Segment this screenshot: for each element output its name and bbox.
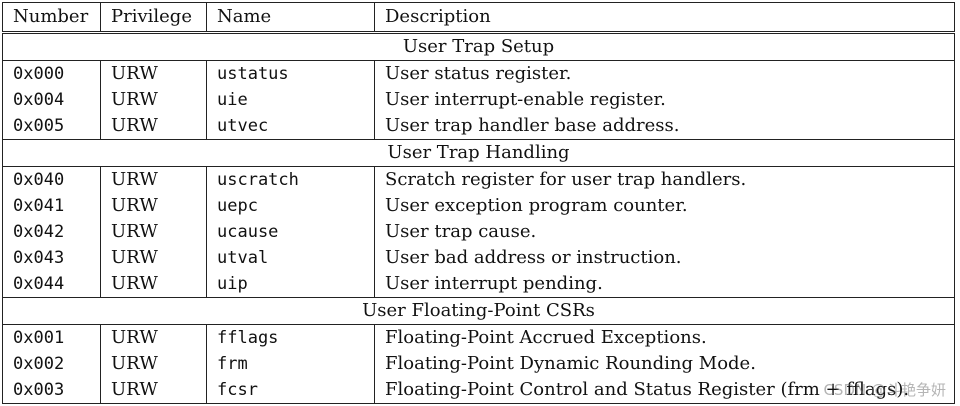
csr-privilege-cell: URW bbox=[100, 377, 207, 404]
csr-name-cell: ustatus bbox=[206, 60, 375, 87]
csr-privilege-cell: URW bbox=[100, 351, 207, 377]
csr-number-cell: 0x000 bbox=[2, 60, 101, 87]
csr-number-cell: 0x041 bbox=[2, 193, 101, 219]
csr-privilege-cell: URW bbox=[100, 166, 207, 193]
csr-description-cell: Floating-Point Control and Status Regist… bbox=[374, 377, 955, 404]
csr-privilege-cell: URW bbox=[100, 87, 207, 113]
csr-description-cell: User interrupt-enable register. bbox=[374, 87, 955, 113]
csr-name-cell: uip bbox=[206, 271, 375, 298]
csr-privilege-cell: URW bbox=[100, 113, 207, 140]
csr-number-cell: 0x040 bbox=[2, 166, 101, 193]
csr-name-cell: fcsr bbox=[206, 377, 375, 404]
csr-description-cell: User interrupt pending. bbox=[374, 271, 955, 298]
section-title: User Trap Setup bbox=[2, 31, 955, 61]
csr-number-cell: 0x003 bbox=[2, 377, 101, 404]
csr-name-cell: uscratch bbox=[206, 166, 375, 193]
csr-description-cell: User bad address or instruction. bbox=[374, 245, 955, 271]
csr-number-cell: 0x004 bbox=[2, 87, 101, 113]
csr-privilege-cell: URW bbox=[100, 324, 207, 351]
csr-number-cell: 0x005 bbox=[2, 113, 101, 140]
csr-description-cell: User trap cause. bbox=[374, 219, 955, 245]
csr-description-cell: User exception program counter. bbox=[374, 193, 955, 219]
section-title: User Trap Handling bbox=[2, 139, 955, 167]
watermark: CSDN @斗艳争妍 bbox=[823, 381, 946, 399]
csr-description-cell: Floating-Point Dynamic Rounding Mode. bbox=[374, 351, 955, 377]
csr-name-cell: utvec bbox=[206, 113, 375, 140]
csr-privilege-cell: URW bbox=[100, 271, 207, 298]
csr-number-cell: 0x044 bbox=[2, 271, 101, 298]
csr-name-cell: uie bbox=[206, 87, 375, 113]
csr-privilege-cell: URW bbox=[100, 219, 207, 245]
csr-privilege-cell: URW bbox=[100, 193, 207, 219]
csr-number-cell: 0x002 bbox=[2, 351, 101, 377]
csr-number-cell: 0x001 bbox=[2, 324, 101, 351]
header-row: Number Privilege Name Description bbox=[2, 2, 955, 33]
csr-description-cell: User status register. bbox=[374, 60, 955, 87]
section-header-row: User Trap Handling bbox=[2, 139, 955, 167]
csr-name-cell: fflags bbox=[206, 324, 375, 351]
header-privilege: Privilege bbox=[100, 2, 207, 33]
csr-name-cell: utval bbox=[206, 245, 375, 271]
csr-number-cell: 0x042 bbox=[2, 219, 101, 245]
csr-description-cell: Floating-Point Accrued Exceptions. bbox=[374, 324, 955, 351]
csr-privilege-cell: URW bbox=[100, 245, 207, 271]
csr-number-cell: 0x043 bbox=[2, 245, 101, 271]
header-number: Number bbox=[2, 2, 101, 33]
section-header-row: User Floating-Point CSRs bbox=[2, 297, 955, 325]
header-name: Name bbox=[206, 2, 375, 33]
csr-name-cell: uepc bbox=[206, 193, 375, 219]
csr-description-cell: Scratch register for user trap handlers. bbox=[374, 166, 955, 193]
section-title: User Floating-Point CSRs bbox=[2, 297, 955, 325]
csr-name-cell: ucause bbox=[206, 219, 375, 245]
csr-description-cell: User trap handler base address. bbox=[374, 113, 955, 140]
section-header-row: User Trap Setup bbox=[2, 31, 955, 61]
csr-name-cell: frm bbox=[206, 351, 375, 377]
header-description: Description bbox=[374, 2, 955, 33]
table-header: Number Privilege Name Description bbox=[2, 2, 955, 33]
csr-privilege-cell: URW bbox=[100, 60, 207, 87]
